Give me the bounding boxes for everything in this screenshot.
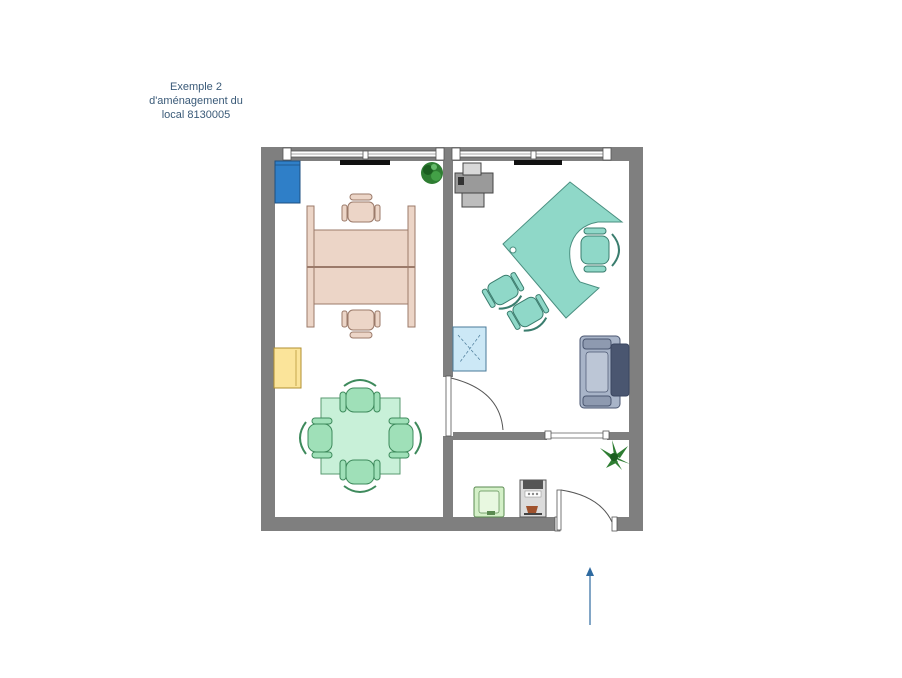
blue-cabinet-icon (274, 160, 301, 204)
armchair-icon (579, 335, 630, 409)
wall-bottom-left (261, 517, 557, 531)
wall-corridor-right (607, 432, 629, 440)
window-icon (451, 147, 612, 165)
chair-icon (481, 272, 525, 310)
caption-line-3: local 8130005 (161, 109, 231, 121)
filing-cabinet-icon (273, 347, 302, 389)
wall-left (261, 147, 275, 531)
caption-line-1: Exemple 2 (170, 81, 222, 93)
chair-icon (506, 294, 550, 332)
plant-icon (600, 440, 630, 470)
wall-bottom-right (613, 517, 643, 531)
chair-icon (341, 193, 381, 223)
door-icon (544, 430, 610, 440)
door-icon (554, 489, 618, 532)
chair-icon (388, 417, 422, 459)
corner-desk (502, 181, 624, 319)
chair-icon (339, 379, 381, 413)
wall-partition-upper (443, 147, 453, 377)
plant-icon (421, 162, 443, 184)
window-icon (282, 147, 445, 165)
wall-corridor-left (453, 432, 547, 440)
chair-icon (299, 417, 333, 459)
filing-cabinet-icon (473, 486, 505, 518)
wall-partition-lower (443, 436, 453, 531)
chair-icon (580, 227, 620, 273)
wall-right (629, 147, 643, 531)
chair-icon (341, 309, 381, 339)
printer-icon (454, 162, 494, 208)
plan-caption: Exemple 2 d'aménagement du local 8130005 (136, 80, 256, 122)
glass-table (452, 326, 487, 372)
door-icon (445, 375, 504, 437)
caption-line-2: d'aménagement du (149, 95, 243, 107)
coffee-machine-icon (519, 479, 547, 518)
chair-icon (339, 459, 381, 493)
arrow-up-icon (586, 567, 594, 625)
desk-cluster (306, 205, 416, 328)
